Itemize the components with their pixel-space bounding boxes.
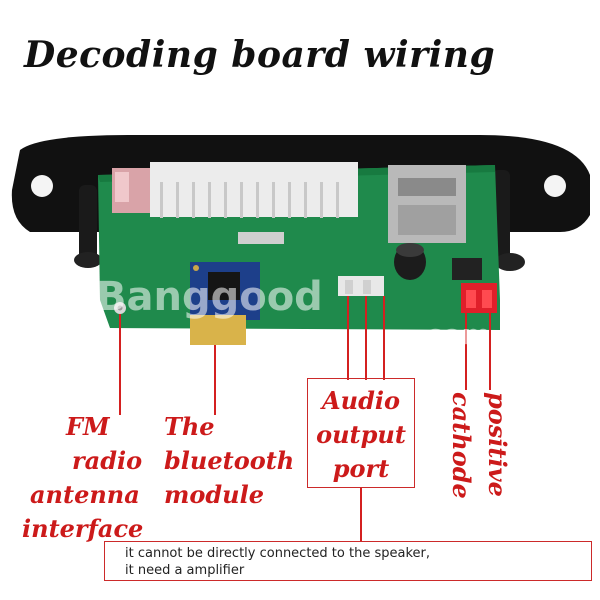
audio-output-connector xyxy=(338,276,384,296)
leader-lines xyxy=(119,296,491,541)
mount-hole-left xyxy=(31,175,53,197)
audio-output-port-label: Audio output port xyxy=(307,384,415,486)
header-pins xyxy=(160,182,339,218)
amplifier-note: it cannot be directly connected to the s… xyxy=(104,541,592,581)
audio-output-port-box xyxy=(307,378,415,488)
positive-label: positive xyxy=(483,392,512,497)
audio-port-label-line: port xyxy=(332,454,390,483)
bluetooth-label-line: bluetooth xyxy=(164,446,295,475)
page-title: Decoding board wiring xyxy=(24,34,496,76)
fm-antenna-label-line: antenna xyxy=(30,480,140,509)
screw-post-left xyxy=(79,185,97,260)
watermark-com: .com xyxy=(415,318,491,351)
bluetooth-label-line: The xyxy=(164,412,215,441)
fm-antenna-label-line: FM xyxy=(66,412,110,441)
audio-port-label-line: output xyxy=(316,420,406,449)
bluetooth-module-contacts xyxy=(190,315,246,345)
bluetooth-module-label: The bluetooth module xyxy=(164,410,294,512)
crystal xyxy=(238,232,284,244)
small-ic xyxy=(452,258,482,280)
mount-hole-right xyxy=(544,175,566,197)
cathode-label: cathode xyxy=(447,392,476,499)
audio-port-label-line: Audio xyxy=(322,386,400,415)
fm-antenna-label: FM radio antenna interface xyxy=(22,410,144,546)
watermark: Banggood xyxy=(96,274,323,320)
fm-antenna-label-line: radio xyxy=(72,446,143,475)
white-pin-header xyxy=(150,162,358,217)
note-line-2: it need a amplifier xyxy=(125,563,245,578)
note-line-1: it cannot be directly connected to the s… xyxy=(125,546,430,561)
fm-antenna-label-line: interface xyxy=(22,514,144,543)
bluetooth-label-line: module xyxy=(164,480,265,509)
